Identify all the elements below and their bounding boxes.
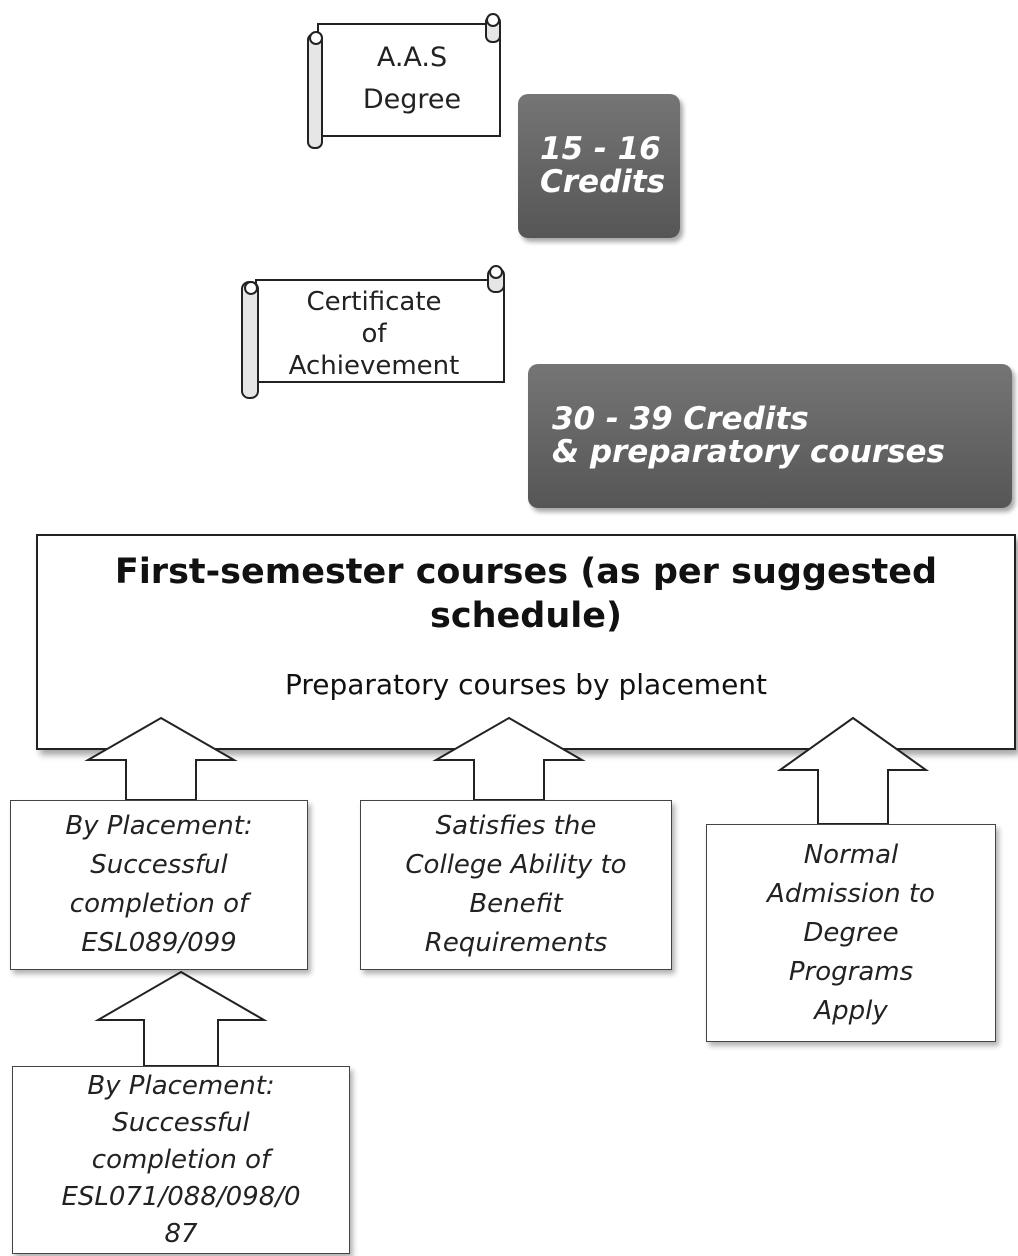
normal-admission-box: Normal Admission to Degree Programs Appl… <box>706 824 996 1042</box>
aas-credits-box: 15 - 16 Credits <box>518 94 680 238</box>
certificate-credits-box: 30 - 39 Credits & preparatory courses <box>528 364 1012 508</box>
up-arrow-icon <box>84 716 238 801</box>
placement-esl089-box: By Placement: Successful completion of E… <box>10 800 308 970</box>
up-arrow-icon <box>94 970 268 1067</box>
up-arrow-icon <box>776 716 930 825</box>
preparatory-subtitle: Preparatory courses by placement <box>284 668 768 701</box>
aas-degree-scroll-icon <box>307 13 501 149</box>
college-ability-box: Satisfies the College Ability to Benefit… <box>360 800 672 970</box>
first-semester-title: First-semester courses (as per suggested… <box>114 552 938 636</box>
certificate-label: Certificate of Achievement <box>288 287 460 381</box>
first-semester-box: First-semester courses (as per suggested… <box>36 534 1016 750</box>
up-arrow-icon <box>432 716 586 801</box>
certificate-scroll-icon <box>241 265 505 399</box>
aas-degree-label: A.A.S Degree <box>362 42 462 115</box>
placement-esl071-box: By Placement: Successful completion of E… <box>12 1066 350 1254</box>
